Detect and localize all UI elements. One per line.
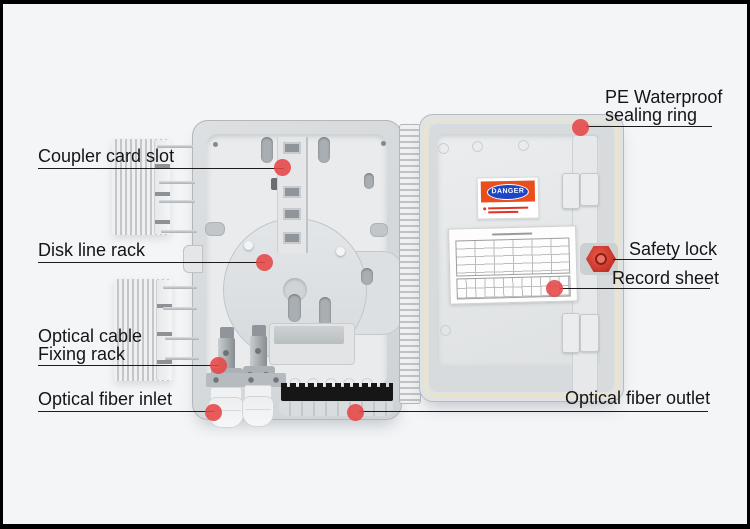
coupler-clip xyxy=(283,232,301,244)
slot-hole xyxy=(318,137,330,163)
corner-screw xyxy=(381,141,386,146)
marker-dot-optical-cable-fixing-rack xyxy=(210,357,227,374)
door-tab xyxy=(580,173,599,206)
label-text: Disk line rack xyxy=(38,240,146,260)
spool-peg xyxy=(244,241,253,250)
cable-knockout xyxy=(370,223,388,237)
leader-line-optical-fiber-outlet xyxy=(359,411,708,412)
latch-hole xyxy=(271,178,279,190)
comb-pin xyxy=(165,337,199,340)
danger-text: DANGER xyxy=(491,187,525,196)
frame-top xyxy=(0,0,750,4)
pin-mark xyxy=(438,143,449,154)
label-safety-lock: Safety lock xyxy=(629,240,717,258)
frame-right xyxy=(747,0,750,529)
frame-left xyxy=(0,0,3,529)
label-pe-waterproof-sealing-ring: PE Waterproof sealing ring xyxy=(605,88,722,124)
danger-warning-line xyxy=(488,210,519,214)
label-text: Record sheet xyxy=(612,268,720,288)
clamp-mounting-bar xyxy=(206,373,286,387)
comb-pin xyxy=(163,307,197,310)
marker-dot-record-sheet xyxy=(546,280,563,297)
distribution-box-door: DANGER xyxy=(419,114,624,402)
comb-pin xyxy=(165,357,199,360)
danger-sticker: DANGER xyxy=(476,176,540,220)
fixing-rack-comb-top xyxy=(112,139,170,235)
frame-bottom xyxy=(0,524,750,529)
corner-screw xyxy=(213,142,218,147)
record-sheet-table xyxy=(455,237,571,277)
label-optical-fiber-outlet: Optical fiber outlet xyxy=(565,389,710,407)
cable-knockout xyxy=(205,222,225,236)
marker-dot-disk-line-rack xyxy=(256,254,273,271)
fiber-outlet-lip xyxy=(279,402,393,416)
splice-plate xyxy=(274,326,344,344)
comb-pin xyxy=(163,286,197,289)
fixing-rack-comb-bottom xyxy=(114,279,172,381)
label-optical-fiber-inlet: Optical fiber inlet xyxy=(38,390,172,408)
label-text: PE Waterproof xyxy=(605,87,723,107)
danger-oval: DANGER xyxy=(486,183,530,200)
latch-tab xyxy=(183,245,203,273)
label-record-sheet: Record sheet xyxy=(612,269,719,287)
label-text: Optical fiber inlet xyxy=(38,389,173,409)
marker-dot-pe-waterproof-sealing-ring xyxy=(572,119,589,136)
door-tab xyxy=(562,173,580,209)
clamp-bolt xyxy=(252,325,266,337)
door-tab xyxy=(562,313,580,353)
marker-dot-optical-fiber-inlet xyxy=(205,404,222,421)
tray-slot xyxy=(361,268,373,285)
tray-slot xyxy=(288,294,301,322)
tray-slot xyxy=(319,297,331,327)
label-text: Fixing rack xyxy=(38,344,126,364)
marker-dot-coupler-card-slot xyxy=(274,159,291,176)
danger-warning-line xyxy=(488,206,529,210)
leader-line-pe-waterproof-sealing-ring xyxy=(586,126,712,127)
comb-spine xyxy=(156,280,172,380)
label-text: Safety lock xyxy=(629,239,718,259)
spool-peg xyxy=(336,247,345,256)
coupler-clip xyxy=(283,186,301,198)
coupler-clip xyxy=(283,142,301,154)
splice-tray-mount xyxy=(269,323,355,365)
comb-pin xyxy=(157,145,193,148)
danger-warning-bullet xyxy=(483,207,487,211)
label-optical-cable-fixing-rack: Optical cable Fixing rack xyxy=(38,327,142,363)
marker-dot-optical-fiber-outlet xyxy=(347,404,364,421)
pin-mark xyxy=(518,140,529,151)
clamp-bolt xyxy=(220,327,234,339)
label-coupler-card-slot: Coupler card slot xyxy=(38,147,174,165)
slot-hole xyxy=(261,137,273,163)
label-disk-line-rack: Disk line rack xyxy=(38,241,145,259)
comb-pin xyxy=(161,230,197,233)
coupler-clip xyxy=(283,208,301,220)
label-text: sealing ring xyxy=(605,105,698,125)
leader-line-coupler-card-slot xyxy=(38,168,284,169)
hinge-strip xyxy=(399,124,421,404)
coupler-card-slot-strip xyxy=(277,137,308,253)
leader-line-optical-fiber-inlet xyxy=(38,411,214,412)
label-text: Optical cable xyxy=(38,326,143,346)
danger-sticker-band: DANGER xyxy=(480,180,536,203)
optical-fiber-inlet-gland xyxy=(242,396,274,427)
leader-line-safety-lock xyxy=(613,259,712,260)
leader-line-disk-line-rack xyxy=(38,262,265,263)
pin-mark xyxy=(472,141,483,152)
distribution-box-body xyxy=(183,120,403,420)
pin-mark xyxy=(440,325,451,336)
label-text: Coupler card slot xyxy=(38,146,175,166)
comb-pin xyxy=(159,200,195,203)
record-sheet-title xyxy=(492,232,533,236)
label-text: Optical fiber outlet xyxy=(565,388,711,408)
comb-pin xyxy=(159,181,195,184)
fiber-outlet-brush xyxy=(281,383,393,401)
slot-hole xyxy=(364,173,374,189)
clamp-body xyxy=(250,336,267,367)
comb-spine xyxy=(154,140,170,234)
leader-line-record-sheet xyxy=(560,288,710,289)
leader-line-optical-cable-fixing-rack xyxy=(38,365,219,366)
door-tab xyxy=(580,314,599,352)
